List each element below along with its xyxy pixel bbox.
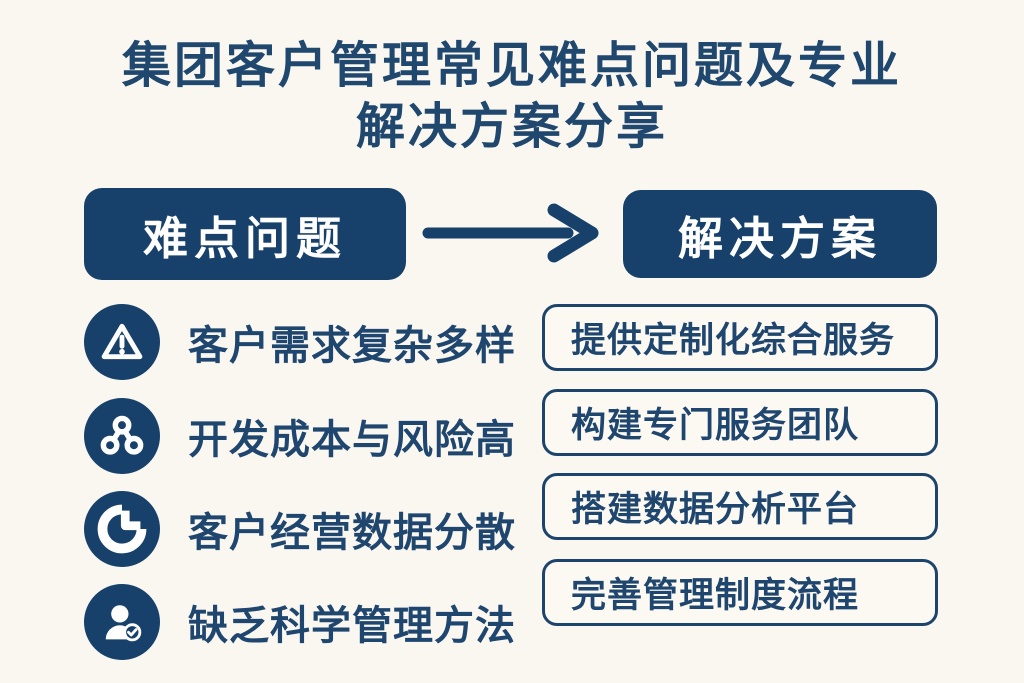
solution-card-1: 提供定制化综合服务 xyxy=(542,304,938,371)
problem-label: 开发成本与风险高 xyxy=(188,418,516,462)
network-icon xyxy=(84,398,160,474)
problem-label: 客户经营数据分散 xyxy=(188,511,516,555)
flow-arrow xyxy=(418,203,608,263)
solution-header-label: 解决方案 xyxy=(677,212,882,264)
problem-label: 客户需求复杂多样 xyxy=(188,324,516,368)
solution-label: 完善管理制度流程 xyxy=(571,576,860,615)
problem-label: 缺乏科学管理方法 xyxy=(188,604,516,648)
page-title-line-1: 集团客户管理常见难点问题及专业 xyxy=(121,39,902,93)
solution-card-3: 搭建数据分析平台 xyxy=(542,473,938,540)
solution-header-badge: 解决方案 xyxy=(623,190,937,278)
problem-row-3: 客户经营数据分散 xyxy=(84,491,516,567)
page-title: 集团客户管理常见难点问题及专业 解决方案分享 xyxy=(0,36,1024,158)
problem-header-label: 难点问题 xyxy=(142,212,347,264)
page-title-line-2: 解决方案分享 xyxy=(355,100,668,154)
problem-row-4: 缺乏科学管理方法 xyxy=(84,584,516,660)
pie-chart-icon xyxy=(84,491,160,567)
problem-header-badge: 难点问题 xyxy=(84,188,406,280)
solution-card-2: 构建专门服务团队 xyxy=(542,389,938,456)
solution-label: 构建专门服务团队 xyxy=(571,406,860,445)
solution-card-4: 完善管理制度流程 xyxy=(542,559,938,626)
solution-label: 搭建数据分析平台 xyxy=(571,490,860,529)
problem-row-1: 客户需求复杂多样 xyxy=(84,304,516,380)
solution-label: 提供定制化综合服务 xyxy=(571,321,896,360)
user-check-icon xyxy=(84,584,160,660)
problem-row-2: 开发成本与风险高 xyxy=(84,398,516,474)
right-arrow-icon xyxy=(422,203,599,263)
warning-icon xyxy=(84,304,160,380)
